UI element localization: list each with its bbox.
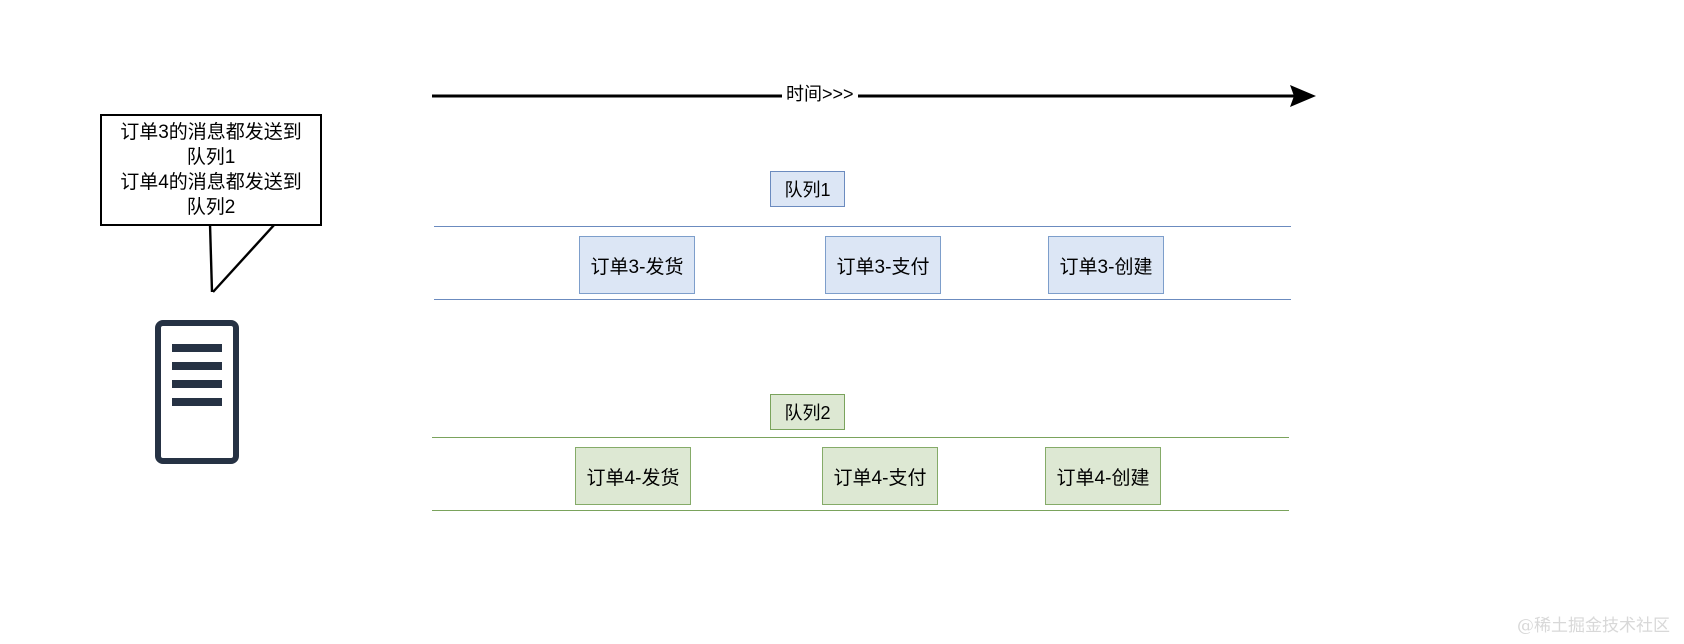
callout-line-3: 订单4的消息都发送到 — [120, 172, 302, 193]
queue-1-lane-top-rule — [434, 226, 1291, 227]
queue-1-message-3[interactable]: 订单3-创建 — [1048, 236, 1164, 294]
timeline-label: 时间>>> — [782, 82, 858, 106]
timeline-arrow-icon — [432, 85, 1316, 107]
queue-2-lane-bottom-rule — [432, 510, 1289, 511]
queue-2-message-1[interactable]: 订单4-发货 — [575, 447, 691, 505]
queue-1-chip: 队列1 — [770, 171, 845, 207]
routing-note-callout: 订单3的消息都发送到 队列1 订单4的消息都发送到 队列2 — [100, 114, 322, 226]
queue-2-message-2[interactable]: 订单4-支付 — [822, 447, 938, 505]
queue-1-message-2[interactable]: 订单3-支付 — [825, 236, 941, 294]
server-icon — [155, 320, 239, 464]
queue-2-message-3[interactable]: 订单4-创建 — [1045, 447, 1161, 505]
queue-2-chip: 队列2 — [770, 394, 845, 430]
watermark: @稀土掘金技术社区 — [1517, 616, 1670, 636]
queue-1-message-1[interactable]: 订单3-发货 — [579, 236, 695, 294]
callout-line-1: 订单3的消息都发送到 — [120, 122, 302, 143]
queue-1-lane-bottom-rule — [434, 299, 1291, 300]
callout-line-4: 队列2 — [186, 197, 236, 218]
queue-2-lane-top-rule — [432, 437, 1289, 438]
callout-line-2: 队列1 — [186, 147, 236, 168]
callout-tail-icon — [208, 224, 276, 293]
